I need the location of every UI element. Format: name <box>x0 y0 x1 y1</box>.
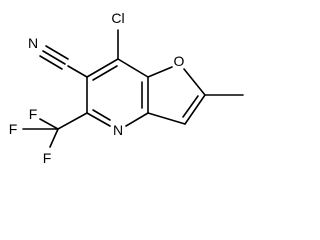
bond-c2-c3 <box>184 94 206 125</box>
bond-c2-c3-inner <box>182 95 199 118</box>
bond-c5-n4-inner <box>92 109 111 121</box>
bond-c7-c7a <box>117 58 149 78</box>
bond-o1-c2 <box>183 68 206 96</box>
atom-label-f-left: F <box>9 121 18 137</box>
bond-c6-cn <box>67 65 88 78</box>
atom-label-f-top: F <box>29 106 38 122</box>
atom-label-furan-o: O <box>174 53 185 69</box>
nitrile-bond-1 <box>42 50 66 65</box>
atom-label-pyridine-n: N <box>113 122 123 138</box>
atom-label-cl: Cl <box>111 10 124 26</box>
bond-c7-c6 <box>86 58 119 78</box>
atom-label-f-bottom: F <box>43 150 52 166</box>
bond-c5-n4 <box>86 112 111 127</box>
bond-c3-c3a <box>147 112 186 125</box>
bond-n4-c3a <box>125 112 149 127</box>
bond-cf3-f-bottom <box>49 128 59 148</box>
bond-c7-c6-inner <box>92 65 118 81</box>
nitrile-bond-3 <box>39 55 63 70</box>
atom-label-nitrile-n: N <box>28 35 38 51</box>
bond-cf3-f-top <box>39 118 59 130</box>
nitrile-bond-2 <box>45 45 69 60</box>
bond-c7a-o1 <box>147 66 173 78</box>
chemical-structure: Cl N O N F F F <box>9 10 244 166</box>
bond-c5-cf3 <box>57 112 88 130</box>
